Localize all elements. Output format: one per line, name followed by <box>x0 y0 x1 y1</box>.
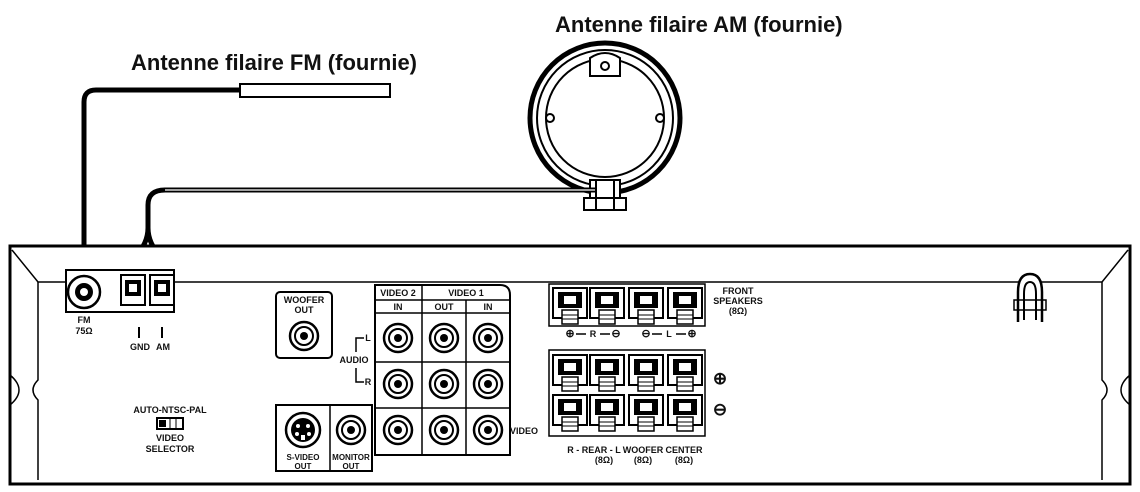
front-l-plus-terminal[interactable] <box>667 287 703 325</box>
video1-out-audio-r-jack[interactable] <box>428 368 460 400</box>
speaker-terminals <box>548 283 706 437</box>
rear-r-plus-terminal[interactable] <box>552 354 588 392</box>
rear-l-minus-terminal[interactable] <box>589 394 625 432</box>
fm-antenna-wire <box>81 83 391 280</box>
rear-label-1: R - REAR - L <box>567 445 621 455</box>
front-r-minus-terminal[interactable] <box>589 287 625 325</box>
video-selector-switch[interactable] <box>156 417 184 430</box>
front-speakers-label-1: FRONT <box>723 286 754 296</box>
front-l-plus-symbol: ⊕ <box>687 328 696 340</box>
woofer-out-label-2: OUT <box>295 305 315 315</box>
center-speaker-label-1: CENTER <box>665 445 703 455</box>
woofer-out-jack[interactable] <box>288 320 320 352</box>
video1-out-audio-l-jack[interactable] <box>428 322 460 354</box>
gnd-label: GND <box>130 342 151 352</box>
center-minus-terminal[interactable] <box>667 394 703 432</box>
front-r-plus-symbol: ⊕ <box>565 328 574 340</box>
video1-in-video-jack[interactable] <box>472 414 504 446</box>
video-label: VIDEO <box>510 426 538 436</box>
gnd-terminal[interactable] <box>120 274 146 306</box>
woofer-minus-terminal[interactable] <box>628 394 664 432</box>
woofer-out-block: WOOFER OUT <box>275 291 333 359</box>
video1-in-header: IN <box>484 302 493 312</box>
audio-left-label: L <box>365 333 371 343</box>
video2-in-audio-l-jack[interactable] <box>382 322 414 354</box>
video2-in-header: IN <box>394 302 403 312</box>
video-selector-label-2: SELECTOR <box>146 444 195 454</box>
video2-in-video-jack[interactable] <box>382 414 414 446</box>
monitor-out-label-1: MONITOR <box>332 453 370 462</box>
center-plus-terminal[interactable] <box>667 354 703 392</box>
video2-in-audio-r-jack[interactable] <box>382 368 414 400</box>
svideo-monitor-block: S-VIDEO OUT MONITOR OUT <box>275 404 373 472</box>
front-l-label: L <box>666 329 672 339</box>
svideo-out-jack[interactable] <box>284 411 322 449</box>
audio-right-label: R <box>365 377 372 387</box>
am-antenna-title: Antenne filaire AM (fournie) <box>555 12 843 37</box>
video1-in-audio-l-jack[interactable] <box>472 322 504 354</box>
rear-l-plus-terminal[interactable] <box>589 354 625 392</box>
monitor-out-jack[interactable] <box>335 414 367 446</box>
video1-out-header: OUT <box>435 302 455 312</box>
video1-in-audio-r-jack[interactable] <box>472 368 504 400</box>
am-label: AM <box>156 342 170 352</box>
video-selector-label-1: VIDEO <box>156 433 184 443</box>
power-cord <box>1013 272 1047 322</box>
am-antenna-loop <box>527 40 683 211</box>
fm-impedance-label: 75Ω <box>75 326 92 336</box>
front-r-plus-terminal[interactable] <box>552 287 588 325</box>
am-terminal[interactable] <box>149 274 175 306</box>
monitor-out-label-2: OUT <box>343 462 360 471</box>
front-speakers-label-3: (8Ω) <box>729 306 747 316</box>
plus-row-symbol: ⊕ <box>713 369 727 388</box>
fm-antenna-title: Antenne filaire FM (fournie) <box>131 50 417 75</box>
rear-label-2: (8Ω) <box>595 455 613 465</box>
woofer-speaker-label-1: WOOFER <box>623 445 664 455</box>
video-selector: AUTO-NTSC-PAL VIDEO SELECTOR <box>133 405 207 454</box>
minus-row-symbol: ⊖ <box>713 400 727 419</box>
video1-out-video-jack[interactable] <box>428 414 460 446</box>
antenna-terminals: FM 75Ω GND AM <box>65 269 175 352</box>
fm-label: FM <box>78 315 91 325</box>
woofer-speaker-label-2: (8Ω) <box>634 455 652 465</box>
front-r-label: R <box>590 329 597 339</box>
front-speakers-label-2: SPEAKERS <box>713 296 763 306</box>
fm-jack[interactable] <box>66 274 102 310</box>
front-l-minus-terminal[interactable] <box>628 287 664 325</box>
speaker-labels: FRONT SPEAKERS (8Ω) ⊕ R ⊖ ⊖ L ⊕ ⊕ ⊖ R - … <box>565 286 762 465</box>
video-selector-modes-label: AUTO-NTSC-PAL <box>133 405 207 415</box>
audio-label: AUDIO <box>340 355 369 365</box>
center-speaker-label-2: (8Ω) <box>675 455 693 465</box>
woofer-plus-terminal[interactable] <box>628 354 664 392</box>
av-jack-panel: VIDEO 2 VIDEO 1 IN OUT IN L R AUDIO VIDE… <box>340 284 538 456</box>
front-r-minus-symbol: ⊖ <box>611 328 620 340</box>
video2-header: VIDEO 2 <box>380 288 416 298</box>
woofer-out-label-1: WOOFER <box>284 295 325 305</box>
rear-r-minus-terminal[interactable] <box>552 394 588 432</box>
video1-header: VIDEO 1 <box>448 288 484 298</box>
svideo-out-label-2: OUT <box>295 462 312 471</box>
svideo-out-label-1: S-VIDEO <box>287 453 320 462</box>
front-l-minus-symbol: ⊖ <box>641 328 650 340</box>
